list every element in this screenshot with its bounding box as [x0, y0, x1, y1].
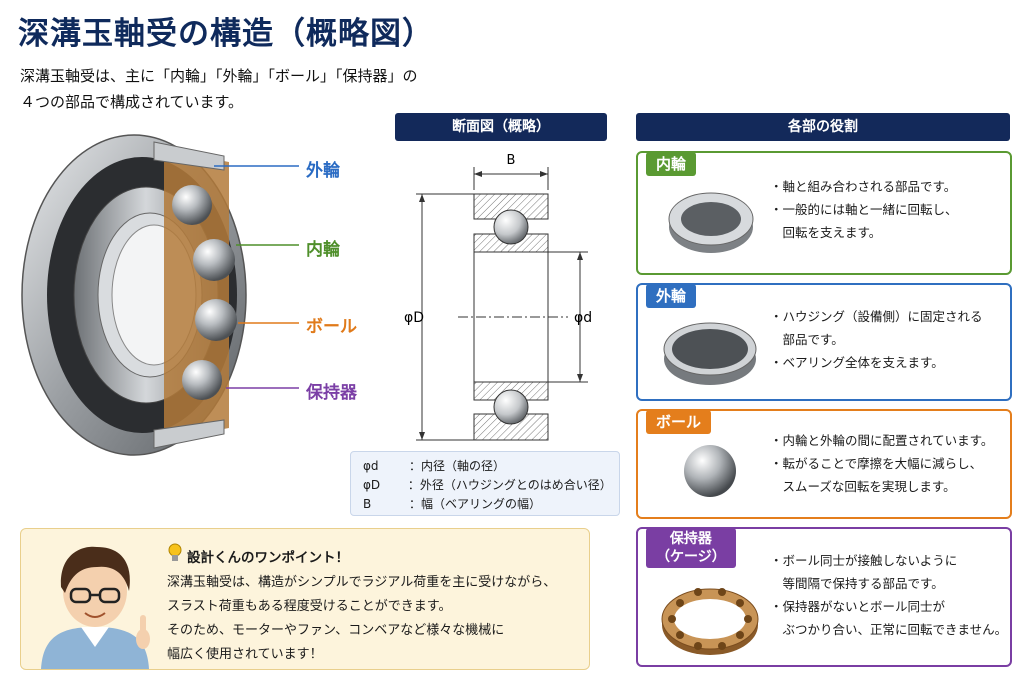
legend-row: φD：外径（ハウジングとのはめ合い径） — [363, 478, 612, 492]
dimension-legend: φd：内径（軸の径） φD：外径（ハウジングとのはめ合い径） B：幅（ベアリング… — [350, 451, 620, 516]
callout-outer-ring: 外輪 — [306, 161, 340, 181]
callout-ball: ボール — [306, 317, 357, 337]
ball-2 — [193, 239, 235, 281]
card-text: ・ハウジング（設備側）に固定される 部品です。・ベアリング全体を支えます。 — [770, 309, 983, 370]
card-tag: ボール — [646, 410, 712, 434]
dim-d-label: φd — [574, 310, 592, 326]
card-cage: 保持器（ケージ） ・ボール同士が接触しないように 等間隔で保持する部品です。・保… — [636, 527, 1012, 667]
callout-cage: 保持器 — [306, 383, 357, 403]
card-ball: ボール ・内輪と外輪の間に配置されています。・転がることで摩擦を大幅に減らし、 … — [636, 409, 1012, 519]
legend-row: B：幅（ベアリングの幅） — [363, 497, 542, 511]
card-text: ・ボール同士が接触しないように 等間隔で保持する部品です。・保持器がないとボール… — [770, 553, 1008, 637]
card-text: ・軸と組み合わされる部品です。・一般的には軸と一緒に回転し、 回転を支えます。 — [770, 179, 958, 240]
inner-ring-image — [668, 192, 754, 253]
lightbulb-icon — [168, 543, 182, 561]
tip-box: 設計くんのワンポイント！ 深溝玉軸受は、構造がシンプルでラジアル荷重を主に受けな… — [20, 528, 590, 670]
card-tag: 外輪 — [646, 284, 697, 308]
legend-row: φd：内径（軸の径） — [363, 459, 506, 473]
cage-image — [661, 588, 759, 655]
roles-header: 各部の役割 — [636, 113, 1010, 141]
outer-ring-image — [663, 322, 757, 385]
callout-inner-ring: 内輪 — [306, 240, 340, 260]
ball-1 — [172, 185, 212, 225]
card-inner-ring: 内輪 ・軸と組み合わされる部品です。・一般的には軸と一緒に回転し、 回転を支えま… — [636, 151, 1012, 275]
card-text: ・内輪と外輪の間に配置されています。・転がることで摩擦を大幅に減らし、 スムーズ… — [770, 433, 994, 494]
dim-D-label: φD — [404, 310, 424, 326]
ball-4 — [182, 360, 222, 400]
tip-heading: 設計くんのワンポイント！ — [187, 550, 349, 566]
engineer-character-illustration — [41, 546, 150, 669]
page-title: 深溝玉軸受の構造（概略図） — [18, 16, 434, 52]
card-tag: 保持器（ケージ） — [646, 528, 736, 568]
card-tag: 内輪 — [646, 152, 697, 176]
ball-image — [684, 445, 736, 497]
section-header: 断面図（概略） — [395, 113, 607, 141]
tip-body: 深溝玉軸受は、構造がシンプルでラジアル荷重を主に受けながら、スラスト荷重もある程… — [167, 575, 557, 662]
ball-3 — [195, 299, 237, 341]
intro-text: 深溝玉軸受は、主に「内輪」「外輪」「ボール」「保持器」の ４つの部品で構成されて… — [20, 67, 418, 111]
card-outer-ring: 外輪 ・ハウジング（設備側）に固定される 部品です。・ベアリング全体を支えます。 — [636, 283, 1012, 401]
cross-section-drawing: B φD φd — [404, 153, 592, 441]
bearing-illustration — [21, 134, 299, 456]
dim-B-label: B — [507, 153, 516, 168]
